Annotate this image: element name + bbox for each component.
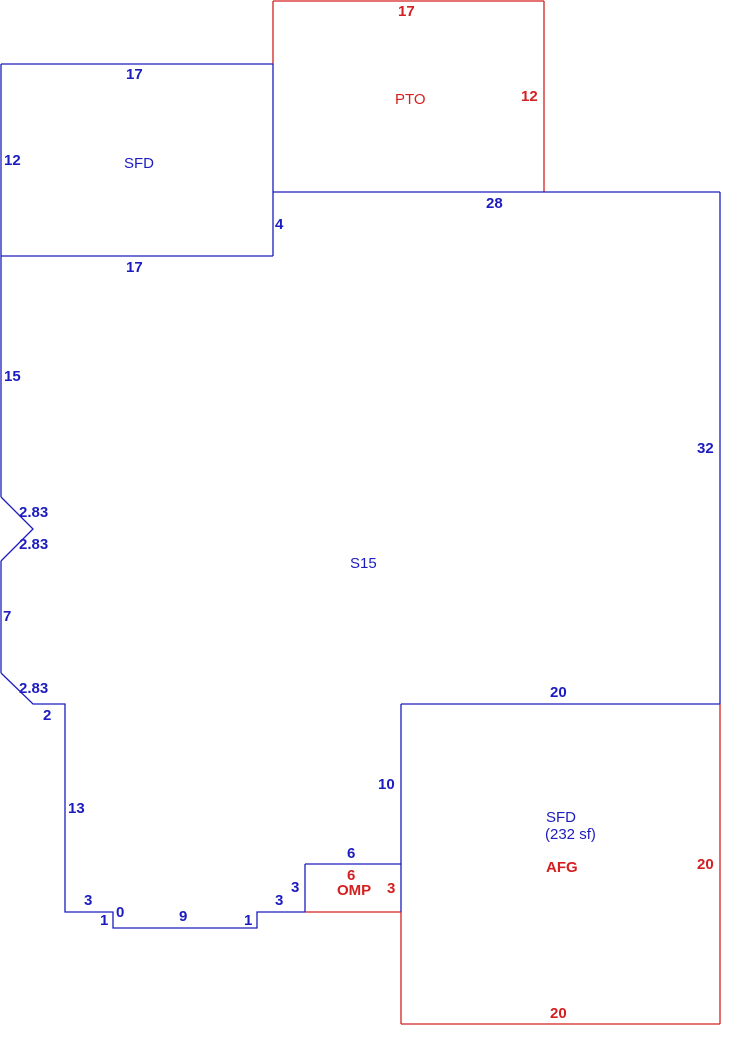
dim-sfd-20-top: 20 [550, 684, 567, 701]
pto-outline [272, 0, 545, 192]
area-label-sfd-bottom: SFD [546, 809, 576, 826]
dim-bottom-9: 9 [179, 908, 187, 925]
area-label-afg: AFG [546, 859, 578, 876]
area-label-main: S15 [350, 555, 377, 572]
dim-main-32: 32 [697, 440, 714, 457]
dim-main-4: 4 [275, 216, 284, 233]
dim-diag-b: 2.83 [19, 536, 48, 553]
main-outline [0, 191, 721, 929]
dim-diag-a: 2.83 [19, 504, 48, 521]
area-label-sfd-top: SFD [124, 155, 154, 172]
area-label-omp: OMP [337, 882, 371, 899]
dim-omp-6-red: 6 [347, 867, 355, 884]
dim-omp-6-top: 6 [347, 845, 355, 862]
dim-sfd-bottom: 17 [126, 259, 143, 276]
dim-step-2: 2 [43, 707, 51, 724]
dim-sfd-10: 10 [378, 776, 395, 793]
afg-outline [400, 704, 721, 1025]
dim-side-13: 13 [68, 800, 85, 817]
area-label-sfd-bottom-size: (232 sf) [545, 826, 596, 843]
area-label-pto: PTO [395, 91, 426, 108]
dim-step-3c: 3 [291, 879, 299, 896]
dim-sfd-left: 12 [4, 152, 21, 169]
dim-step-1a: 1 [100, 912, 108, 929]
dim-afg-20-right: 20 [697, 856, 714, 873]
sfd-bottom-outline [400, 703, 720, 912]
dim-step-3a: 3 [84, 892, 92, 909]
dim-side-7: 7 [3, 608, 11, 625]
dim-pto-top: 17 [398, 3, 415, 20]
dim-afg-20-bottom: 20 [550, 1005, 567, 1022]
dim-omp-3-red: 3 [387, 880, 395, 897]
dim-diag-c: 2.83 [19, 680, 48, 697]
dim-main-28: 28 [486, 195, 503, 212]
dim-main-15: 15 [4, 368, 21, 385]
dim-step-0: 0 [116, 904, 124, 921]
dim-sfd-top: 17 [126, 66, 143, 83]
dim-step-3b: 3 [275, 892, 283, 909]
sfd-top-outline [0, 63, 274, 257]
dim-pto-right: 12 [521, 88, 538, 105]
dim-step-1b: 1 [244, 912, 252, 929]
